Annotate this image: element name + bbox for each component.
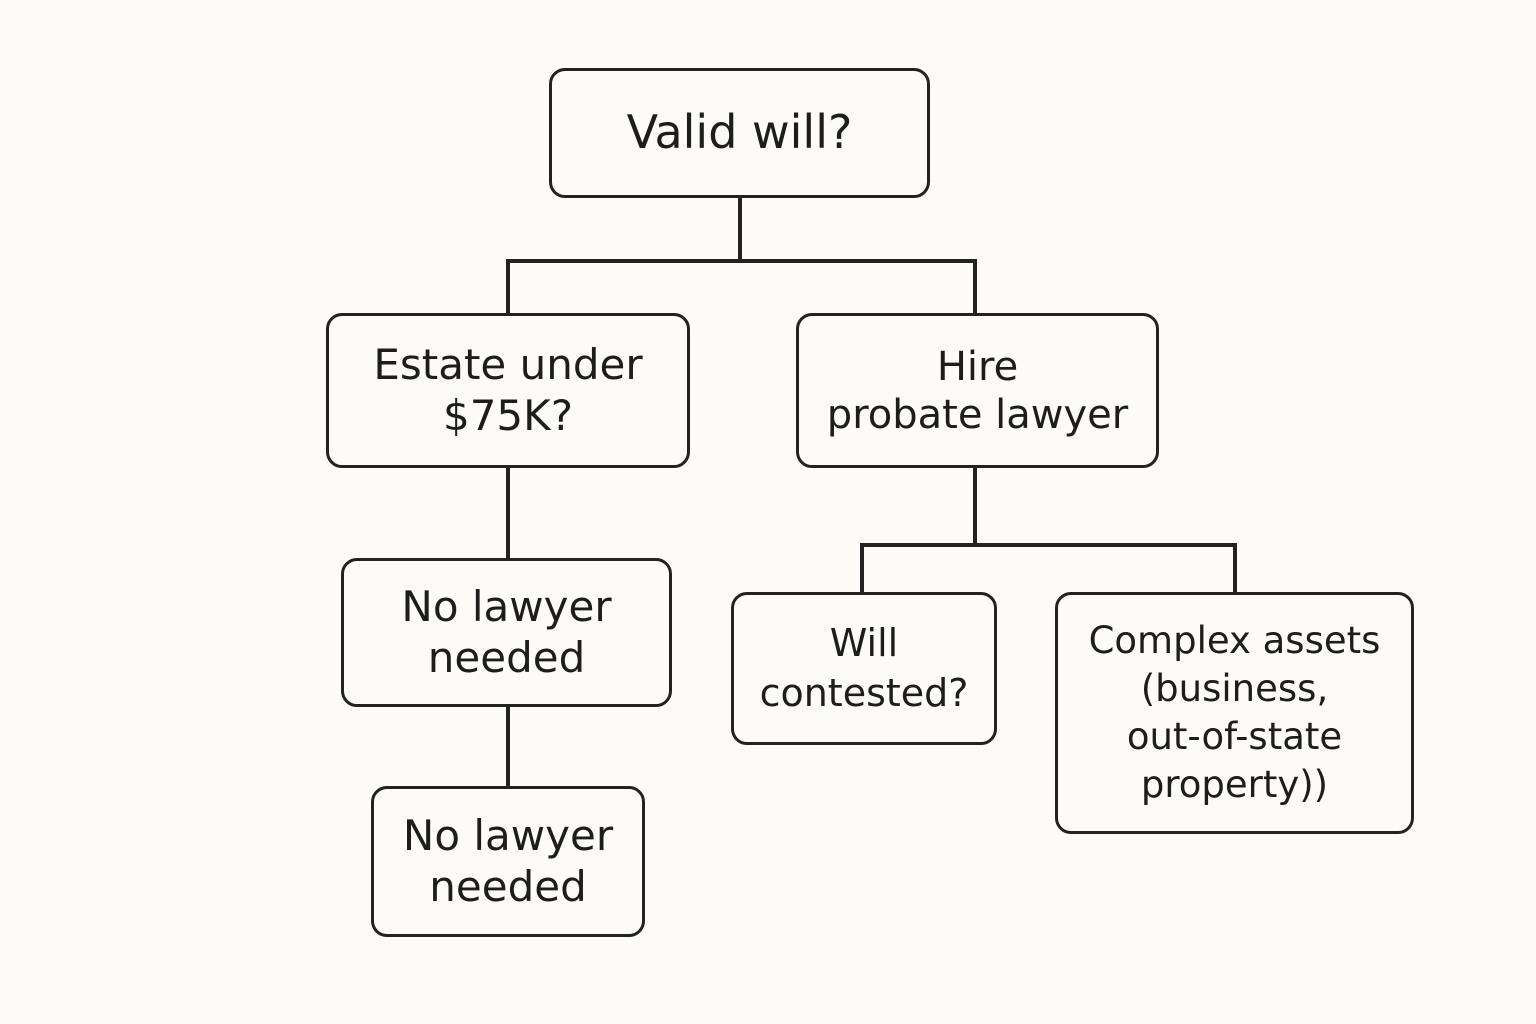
node-complex-assets-label: Complex assets (business, out-of-state p…: [1088, 618, 1381, 807]
node-estate-under-75k: Estate under $75K?: [326, 313, 690, 468]
node-will-contested: Will contested?: [731, 592, 997, 745]
edge-hire-lawyer-to-complex-assets: [973, 543, 1237, 594]
node-valid-will-label: Valid will?: [626, 105, 853, 160]
node-will-contested-label: Will contested?: [759, 621, 969, 715]
node-no-lawyer-needed-1: No lawyer needed: [341, 558, 672, 707]
node-no-lawyer-needed-1-label: No lawyer needed: [401, 582, 612, 682]
edge-valid-will-to-hire-lawyer: [738, 259, 977, 315]
node-no-lawyer-needed-2: No lawyer needed: [371, 786, 645, 937]
edge-valid-will-to-estate-under: [506, 259, 742, 315]
node-complex-assets: Complex assets (business, out-of-state p…: [1055, 592, 1414, 834]
node-valid-will: Valid will?: [549, 68, 930, 198]
node-estate-under-75k-label: Estate under $75K?: [373, 340, 643, 440]
node-hire-probate-lawyer-label: Hire probate lawyer: [826, 343, 1129, 438]
node-no-lawyer-needed-2-label: No lawyer needed: [402, 811, 614, 911]
edge-hire-lawyer-to-will-contested: [860, 543, 977, 594]
node-hire-probate-lawyer: Hire probate lawyer: [796, 313, 1159, 468]
